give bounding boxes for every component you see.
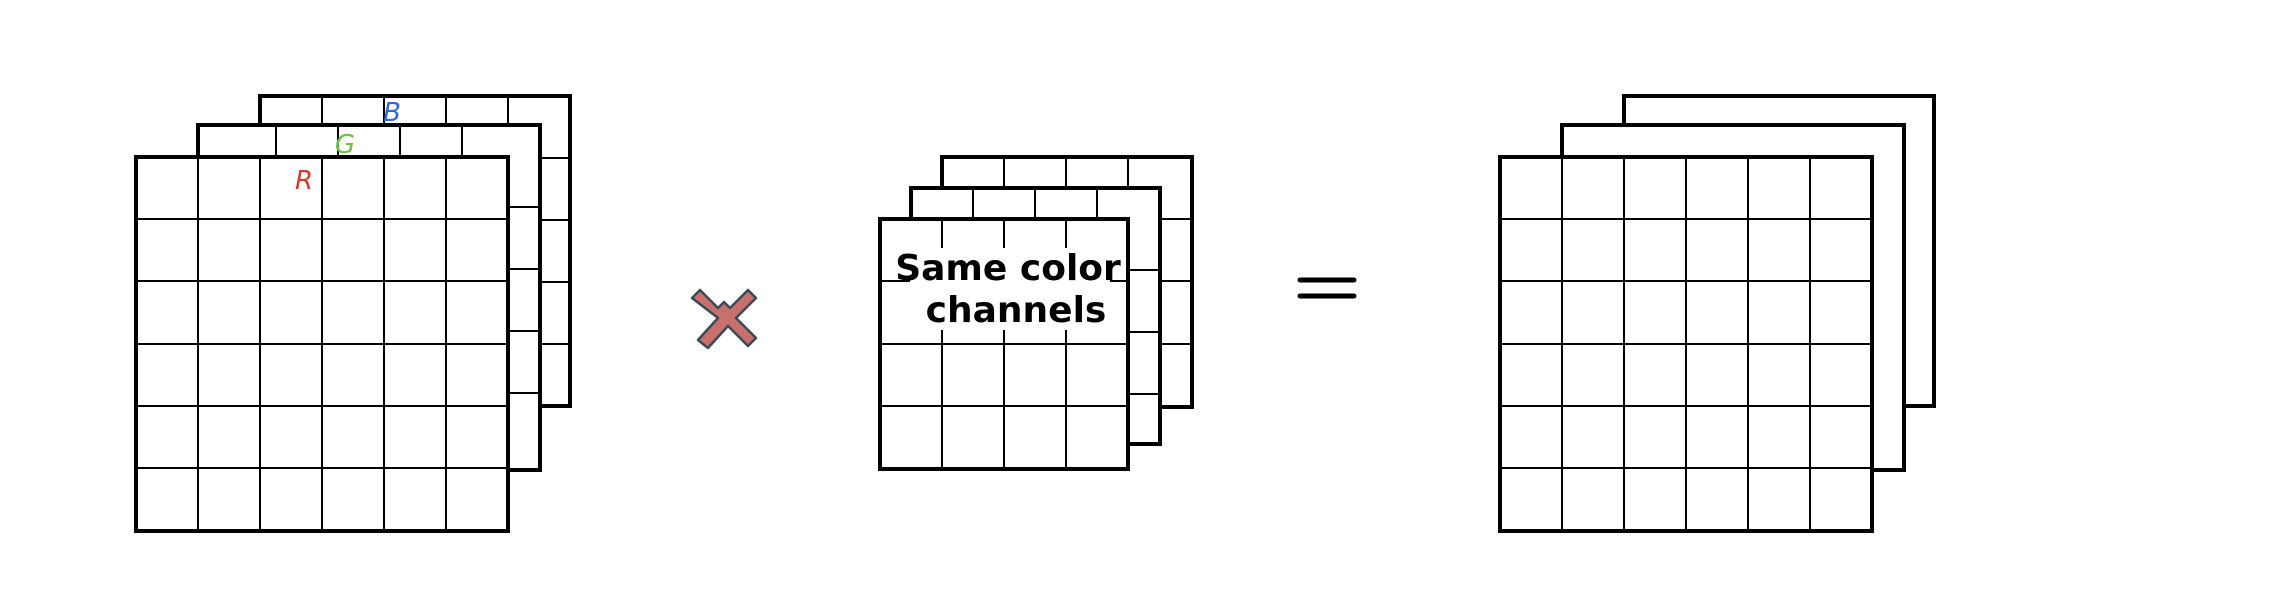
kernel-label-line2: channels — [926, 290, 1107, 331]
kernel-label-line1: Same color — [895, 248, 1121, 289]
equals-icon — [1297, 277, 1357, 299]
input-channel-red-layer — [134, 155, 510, 533]
output-front-layer — [1498, 155, 1874, 533]
output-tensor — [1498, 94, 1936, 533]
channel-label-green: G — [335, 130, 355, 160]
channel-label-blue: B — [383, 98, 401, 128]
input-tensor: B G R — [134, 94, 572, 533]
kernel-tensor: Same color channels — [878, 155, 1194, 471]
channel-label-red: R — [295, 166, 313, 196]
multiply-cross-icon — [690, 288, 758, 350]
kernel-annotation: Same color channels — [895, 248, 1121, 331]
